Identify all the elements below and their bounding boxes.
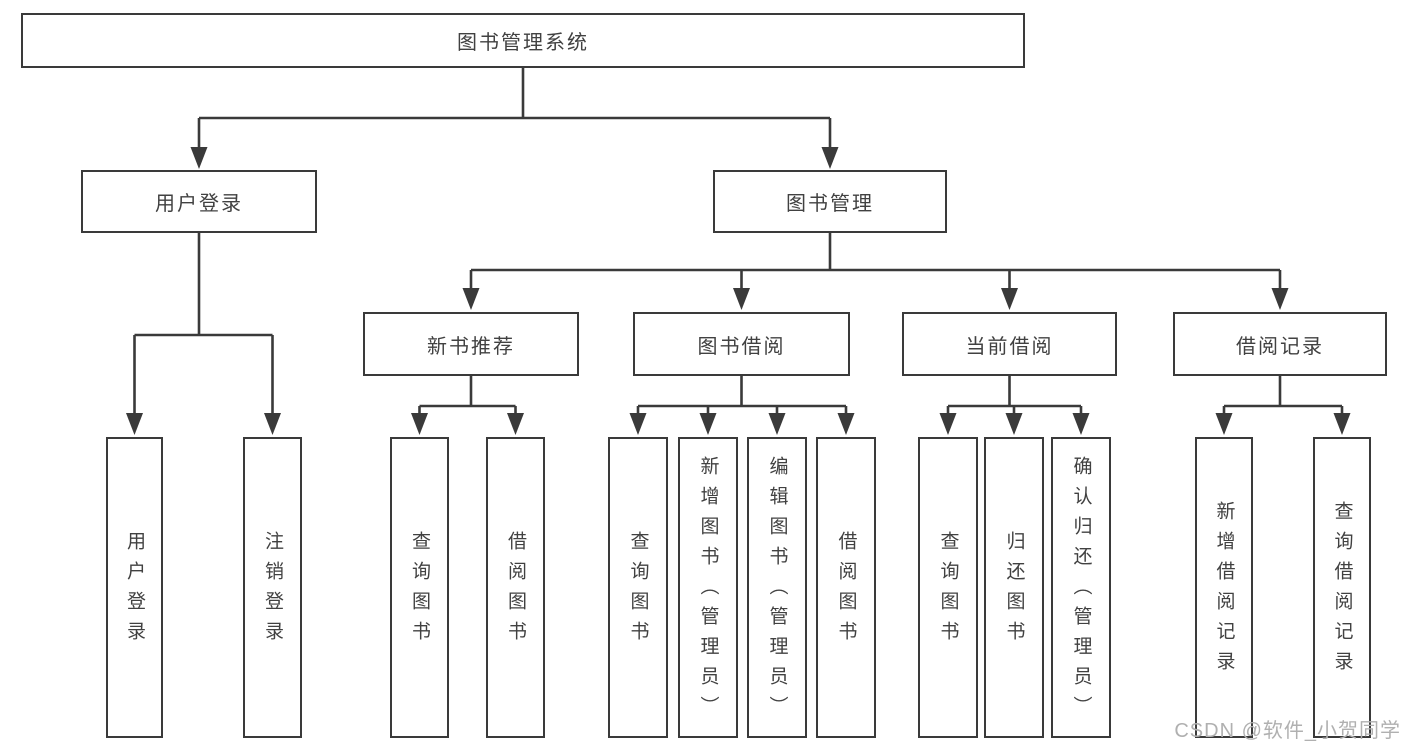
leaf-user-login: 用户登录 (106, 437, 163, 738)
leaf-nb-borrow-books: 借阅图书 (486, 437, 545, 738)
arrowhead-icon (1271, 288, 1289, 310)
leaf-br-add-record: 新增借阅记录 (1195, 437, 1253, 738)
arrowhead-icon (264, 413, 281, 435)
node-book-borrowing: 图书借阅 (633, 312, 850, 376)
arrowhead-icon (733, 288, 750, 310)
leaf-bb-edit-books-admin: 编辑图书（管理员） (747, 437, 807, 738)
arrowhead-icon (1001, 288, 1018, 310)
node-new-book-recommendation: 新书推荐 (363, 312, 579, 376)
node-current-borrowing: 当前借阅 (902, 312, 1117, 376)
leaf-bb-borrow-books: 借阅图书 (816, 437, 876, 738)
node-borrowing-records: 借阅记录 (1173, 312, 1387, 376)
leaf-cb-confirm-return-admin: 确认归还（管理员） (1051, 437, 1111, 738)
arrowhead-icon (190, 147, 208, 169)
arrowhead-icon (462, 288, 480, 310)
arrowhead-icon (1215, 413, 1233, 435)
arrowhead-icon (768, 413, 786, 435)
arrowhead-icon (939, 413, 957, 435)
arrowhead-icon (629, 413, 647, 435)
arrowhead-icon (1333, 413, 1351, 435)
leaf-cb-query-books: 查询图书 (918, 437, 978, 738)
leaf-cb-return-books: 归还图书 (984, 437, 1044, 738)
node-library-system: 图书管理系统 (21, 13, 1025, 68)
leaf-bb-query-books: 查询图书 (608, 437, 668, 738)
arrowhead-icon (821, 147, 839, 169)
leaf-bb-add-books-admin: 新增图书（管理员） (678, 437, 738, 738)
arrowhead-icon (507, 413, 524, 435)
leaf-nb-query-books: 查询图书 (390, 437, 449, 738)
arrowhead-icon (1072, 413, 1090, 435)
node-user-login: 用户登录 (81, 170, 317, 233)
leaf-br-query-record: 查询借阅记录 (1313, 437, 1371, 738)
arrowhead-icon (411, 413, 428, 435)
arrowhead-icon (837, 413, 855, 435)
leaf-logout: 注销登录 (243, 437, 302, 738)
csdn-watermark: CSDN @软件_小贺同学 (1174, 720, 1401, 742)
arrowhead-icon (126, 413, 143, 435)
arrowhead-icon (699, 413, 717, 435)
arrowhead-icon (1005, 413, 1023, 435)
node-book-management: 图书管理 (713, 170, 947, 233)
